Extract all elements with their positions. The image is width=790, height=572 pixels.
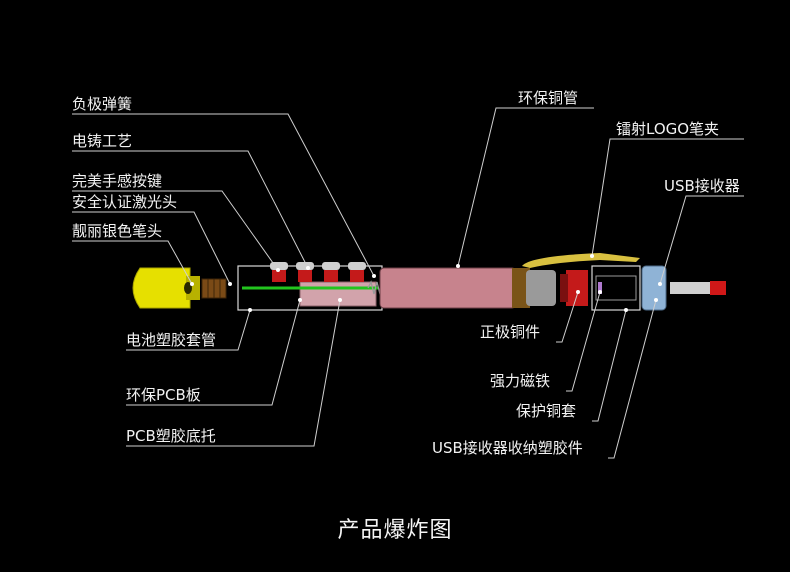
diagram-caption: 产品爆炸图 — [337, 518, 453, 543]
laser-head-part — [201, 278, 227, 299]
label-usb-receiver: USB接收器 — [664, 177, 740, 195]
key-buttons — [270, 262, 366, 282]
label-keys: 完美手感按键 — [72, 172, 163, 190]
silver-tip-part — [132, 267, 200, 309]
pcb-base-part — [299, 281, 377, 307]
label-negative-spring: 负极弹簧 — [72, 95, 133, 113]
label-magnet: 强力磁铁 — [490, 372, 551, 390]
label-silver-tip: 靓丽银色笔头 — [72, 222, 163, 240]
label-copper-sleeve: 保护铜套 — [516, 402, 577, 420]
leader-lines — [72, 107, 744, 459]
usb-holder-part — [641, 265, 667, 311]
leader-dots — [190, 254, 662, 312]
copper-sleeve-part — [591, 265, 641, 311]
label-pcb-board: 环保PCB板 — [126, 386, 201, 404]
usb-receiver-part — [670, 281, 726, 295]
positive-copper-part — [560, 270, 588, 306]
label-laser-head: 安全认证激光头 — [72, 193, 178, 211]
label-battery-tube: 电池塑胶套管 — [126, 331, 217, 349]
label-pcb-base: PCB塑胶底托 — [126, 427, 216, 445]
logo-clip-part — [522, 253, 640, 268]
label-copper-tube: 环保铜管 — [518, 89, 579, 107]
label-usb-holder: USB接收器收纳塑胶件 — [432, 439, 583, 457]
copper-tube-part — [379, 267, 556, 309]
label-logo-clip: 镭射LOGO笔夹 — [616, 120, 720, 138]
label-electroplate: 电铸工艺 — [72, 132, 133, 150]
label-positive-copper: 正极铜件 — [480, 323, 541, 341]
